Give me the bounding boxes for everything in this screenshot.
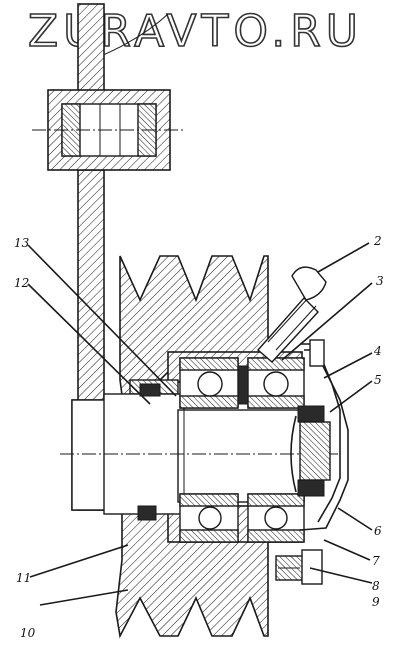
leader-lines (27, 242, 373, 606)
callout-7: 7 (372, 554, 380, 568)
callout-8: 8 (372, 579, 380, 593)
callout-5: 5 (374, 373, 382, 387)
callout-labels: 2 3 4 5 6 7 8 9 10 11 12 13 (14, 234, 384, 640)
callout-9: 9 (372, 595, 380, 609)
callout-11: 11 (16, 571, 31, 585)
lower-bearings (179, 493, 305, 543)
shaft (60, 393, 340, 515)
spring-elements (137, 383, 161, 521)
grease-fitting (257, 266, 327, 363)
callout-13: 13 (14, 236, 30, 250)
callout-4: 4 (373, 344, 382, 358)
upper-bearings (179, 357, 305, 409)
idler-roller (32, 89, 186, 171)
callout-2: 2 (373, 234, 382, 248)
callout-10: 10 (20, 626, 36, 640)
lower-bolt (275, 549, 323, 585)
end-cap (290, 339, 349, 531)
callout-12: 12 (14, 276, 29, 290)
callout-6: 6 (374, 524, 382, 538)
callout-3: 3 (376, 274, 384, 288)
